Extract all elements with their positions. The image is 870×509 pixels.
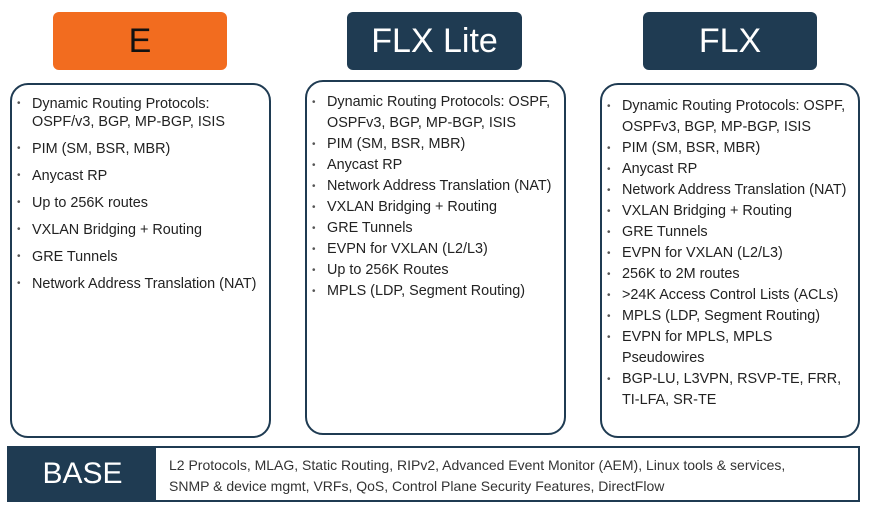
feature-text: EVPN for MPLS, MPLS Pseudowires [622, 329, 773, 366]
feature-item: • GRE Tunnels [307, 218, 564, 239]
bullet-icon: • [312, 202, 316, 213]
bullet-icon: • [17, 224, 21, 235]
bullet-icon: • [312, 286, 316, 297]
feature-text: Dynamic Routing Protocols: OSPF/v3, BGP,… [32, 96, 226, 130]
bullet-icon: • [607, 248, 611, 259]
feature-text: EVPN for VXLAN (L2/L3) [622, 245, 783, 261]
feature-text: GRE Tunnels [32, 249, 118, 265]
feature-item: • Up to 256K Routes [307, 260, 564, 281]
feature-item: • VXLAN Bridging + Routing [307, 197, 564, 218]
bullet-icon: • [607, 269, 611, 280]
tier-header-e: E [53, 12, 227, 70]
base-features: L2 Protocols, MLAG, Static Routing, RIPv… [169, 455, 852, 497]
feature-item: • PIM (SM, BSR, MBR) [12, 140, 269, 158]
bullet-icon: • [607, 374, 611, 385]
feature-text: PIM (SM, BSR, MBR) [32, 141, 171, 157]
bullet-icon: • [607, 290, 611, 301]
feature-text: 256K to 2M routes [622, 266, 740, 282]
feature-text: GRE Tunnels [327, 220, 413, 236]
feature-item: • EVPN for MPLS, MPLS Pseudowires [602, 327, 858, 369]
feature-item: • Network Address Translation (NAT) [602, 180, 858, 201]
feature-text: VXLAN Bridging + Routing [327, 199, 497, 215]
feature-item: • Anycast RP [602, 159, 858, 180]
tier-header-flx-lite: FLX Lite [347, 12, 522, 70]
feature-item: • Dynamic Routing Protocols: OSPF/v3, BGP… [12, 95, 269, 131]
feature-text: Dynamic Routing Protocols: OSPF, OSPFv3,… [327, 94, 551, 131]
bullet-icon: • [607, 311, 611, 322]
feature-text: VXLAN Bridging + Routing [32, 222, 202, 238]
feature-item: • Dynamic Routing Protocols: OSPF, OSPFv3… [307, 92, 564, 134]
bullet-icon: • [17, 98, 21, 109]
bullet-icon: • [17, 197, 21, 208]
feature-text: PIM (SM, BSR, MBR) [327, 136, 466, 152]
feature-item: • EVPN for VXLAN (L2/L3) [307, 239, 564, 260]
bullet-icon: • [17, 143, 21, 154]
feature-text: Anycast RP [622, 161, 698, 177]
bullet-icon: • [312, 223, 316, 234]
feature-text: Network Address Translation (NAT) [622, 182, 847, 198]
bullet-icon: • [17, 251, 21, 262]
feature-text: MPLS (LDP, Segment Routing) [622, 308, 821, 324]
feature-item: • Anycast RP [12, 167, 269, 185]
feature-text: VXLAN Bridging + Routing [622, 203, 792, 219]
bullet-icon: • [312, 265, 316, 276]
feature-item: • VXLAN Bridging + Routing [602, 201, 858, 222]
base-features-line: SNMP & device mgmt, VRFs, QoS, Control P… [169, 478, 665, 494]
feature-item: • Up to 256K routes [12, 194, 269, 212]
bullet-icon: • [607, 143, 611, 154]
feature-list-e: • Dynamic Routing Protocols: OSPF/v3, BGP… [12, 95, 269, 302]
feature-item: • EVPN for VXLAN (L2/L3) [602, 243, 858, 264]
feature-item: • GRE Tunnels [602, 222, 858, 243]
base-label: BASE [9, 448, 156, 500]
feature-text: PIM (SM, BSR, MBR) [622, 140, 761, 156]
feature-text: Network Address Translation (NAT) [327, 178, 552, 194]
feature-text: Anycast RP [327, 157, 403, 173]
feature-item: • Network Address Translation (NAT) [307, 176, 564, 197]
bullet-icon: • [607, 101, 611, 112]
feature-text: MPLS (LDP, Segment Routing) [327, 283, 526, 299]
feature-text: GRE Tunnels [622, 224, 708, 240]
feature-item: • Dynamic Routing Protocols: OSPF, OSPFv3… [602, 96, 858, 138]
bullet-icon: • [607, 164, 611, 175]
feature-text: Anycast RP [32, 168, 108, 184]
feature-box-flx-lite: • Dynamic Routing Protocols: OSPF, OSPFv3… [305, 80, 566, 435]
tier-header-flx: FLX [643, 12, 817, 70]
feature-item: • Anycast RP [307, 155, 564, 176]
feature-text: Dynamic Routing Protocols: OSPF, OSPFv3,… [622, 98, 846, 135]
feature-text: >24K Access Control Lists (ACLs) [622, 287, 839, 303]
feature-item: • PIM (SM, BSR, MBR) [307, 134, 564, 155]
feature-item: • PIM (SM, BSR, MBR) [602, 138, 858, 159]
bullet-icon: • [312, 244, 316, 255]
feature-item: • MPLS (LDP, Segment Routing) [307, 281, 564, 302]
feature-item: • MPLS (LDP, Segment Routing) [602, 306, 858, 327]
bullet-icon: • [312, 181, 316, 192]
bullet-icon: • [312, 160, 316, 171]
feature-item: • Network Address Translation (NAT) [12, 275, 269, 293]
base-bar: BASE L2 Protocols, MLAG, Static Routing,… [7, 446, 860, 502]
feature-box-flx: • Dynamic Routing Protocols: OSPF, OSPFv3… [600, 83, 860, 438]
bullet-icon: • [312, 139, 316, 150]
feature-text: EVPN for VXLAN (L2/L3) [327, 241, 488, 257]
feature-box-e: • Dynamic Routing Protocols: OSPF/v3, BGP… [10, 83, 271, 438]
bullet-icon: • [607, 332, 611, 343]
feature-text: Up to 256K Routes [327, 262, 449, 278]
feature-item: • BGP-LU, L3VPN, RSVP-TE, FRR, TI-LFA, SR… [602, 369, 858, 411]
bullet-icon: • [17, 170, 21, 181]
feature-item: • 256K to 2M routes [602, 264, 858, 285]
feature-list-flx: • Dynamic Routing Protocols: OSPF, OSPFv3… [602, 96, 858, 411]
feature-item: • >24K Access Control Lists (ACLs) [602, 285, 858, 306]
feature-text: Network Address Translation (NAT) [32, 276, 257, 292]
feature-list-flx-lite: • Dynamic Routing Protocols: OSPF, OSPFv3… [307, 92, 564, 302]
bullet-icon: • [312, 97, 316, 108]
feature-item: • GRE Tunnels [12, 248, 269, 266]
base-features-line: L2 Protocols, MLAG, Static Routing, RIPv… [169, 457, 786, 473]
bullet-icon: • [607, 185, 611, 196]
bullet-icon: • [607, 227, 611, 238]
feature-item: • VXLAN Bridging + Routing [12, 221, 269, 239]
feature-text: BGP-LU, L3VPN, RSVP-TE, FRR, TI-LFA, SR-… [622, 371, 842, 408]
bullet-icon: • [607, 206, 611, 217]
feature-text: Up to 256K routes [32, 195, 148, 211]
bullet-icon: • [17, 278, 21, 289]
